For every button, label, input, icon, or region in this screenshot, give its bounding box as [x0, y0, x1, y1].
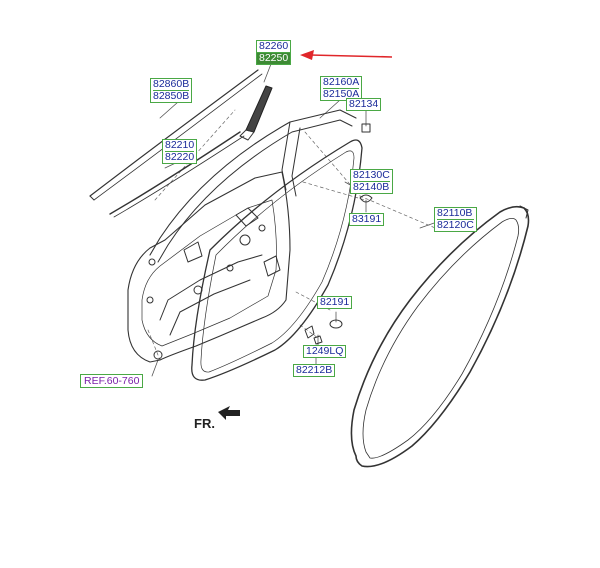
part-number: 82220 [165, 151, 195, 163]
label-1249lq: 1249LQ [303, 345, 347, 358]
part-number: 82210 [165, 139, 195, 151]
ref-label: REF.60-760 [80, 374, 144, 388]
part-number: 82212B [296, 364, 333, 376]
clip-82134 [361, 123, 371, 133]
red-arrow-icon [300, 50, 393, 60]
delta-molding [245, 85, 273, 133]
label-82110b-82120c: 82110B 82120C [434, 207, 477, 232]
label-82212b: 82212B [293, 364, 336, 377]
part-number-highlighted: 82250 [257, 52, 291, 64]
forward-arrow-icon [218, 406, 240, 420]
part-number: 82120C [437, 219, 474, 231]
bolt-1249lq [304, 325, 315, 339]
grommet-83191 [359, 194, 373, 203]
part-number: 82850B [153, 90, 190, 102]
part-number: 82191 [320, 296, 350, 308]
part-number: 1249LQ [306, 345, 344, 357]
label-82160a-82150a: 82160A 82150A [320, 76, 363, 101]
front-direction-label: FR. [194, 416, 215, 431]
part-number: 83191 [352, 213, 382, 225]
part-number: 82130C [353, 169, 390, 181]
part-number: 82110B [437, 207, 473, 219]
plug-82191 [329, 319, 343, 329]
part-number: 82160A [323, 76, 360, 88]
part-number: 82150A [323, 88, 360, 100]
door-side-seal [191, 139, 363, 381]
label-82191: 82191 [317, 296, 353, 309]
door-inner-panel [127, 171, 291, 363]
label-83191: 83191 [349, 213, 385, 226]
label-82210-82220: 82210 82220 [162, 139, 198, 164]
label-82134: 82134 [346, 98, 382, 111]
body-side-seal [350, 205, 530, 468]
part-number: 82260 [259, 40, 289, 52]
part-number: 82134 [349, 98, 379, 110]
label-82130c-82140b: 82130C 82140B [350, 169, 393, 194]
label-82860b-82850b: 82860B 82850B [150, 78, 193, 103]
part-number: 82140B [353, 181, 390, 193]
part-number: 82860B [153, 78, 190, 90]
belt-molding [109, 131, 241, 215]
label-82260-82250: 82260 82250 [256, 40, 292, 65]
